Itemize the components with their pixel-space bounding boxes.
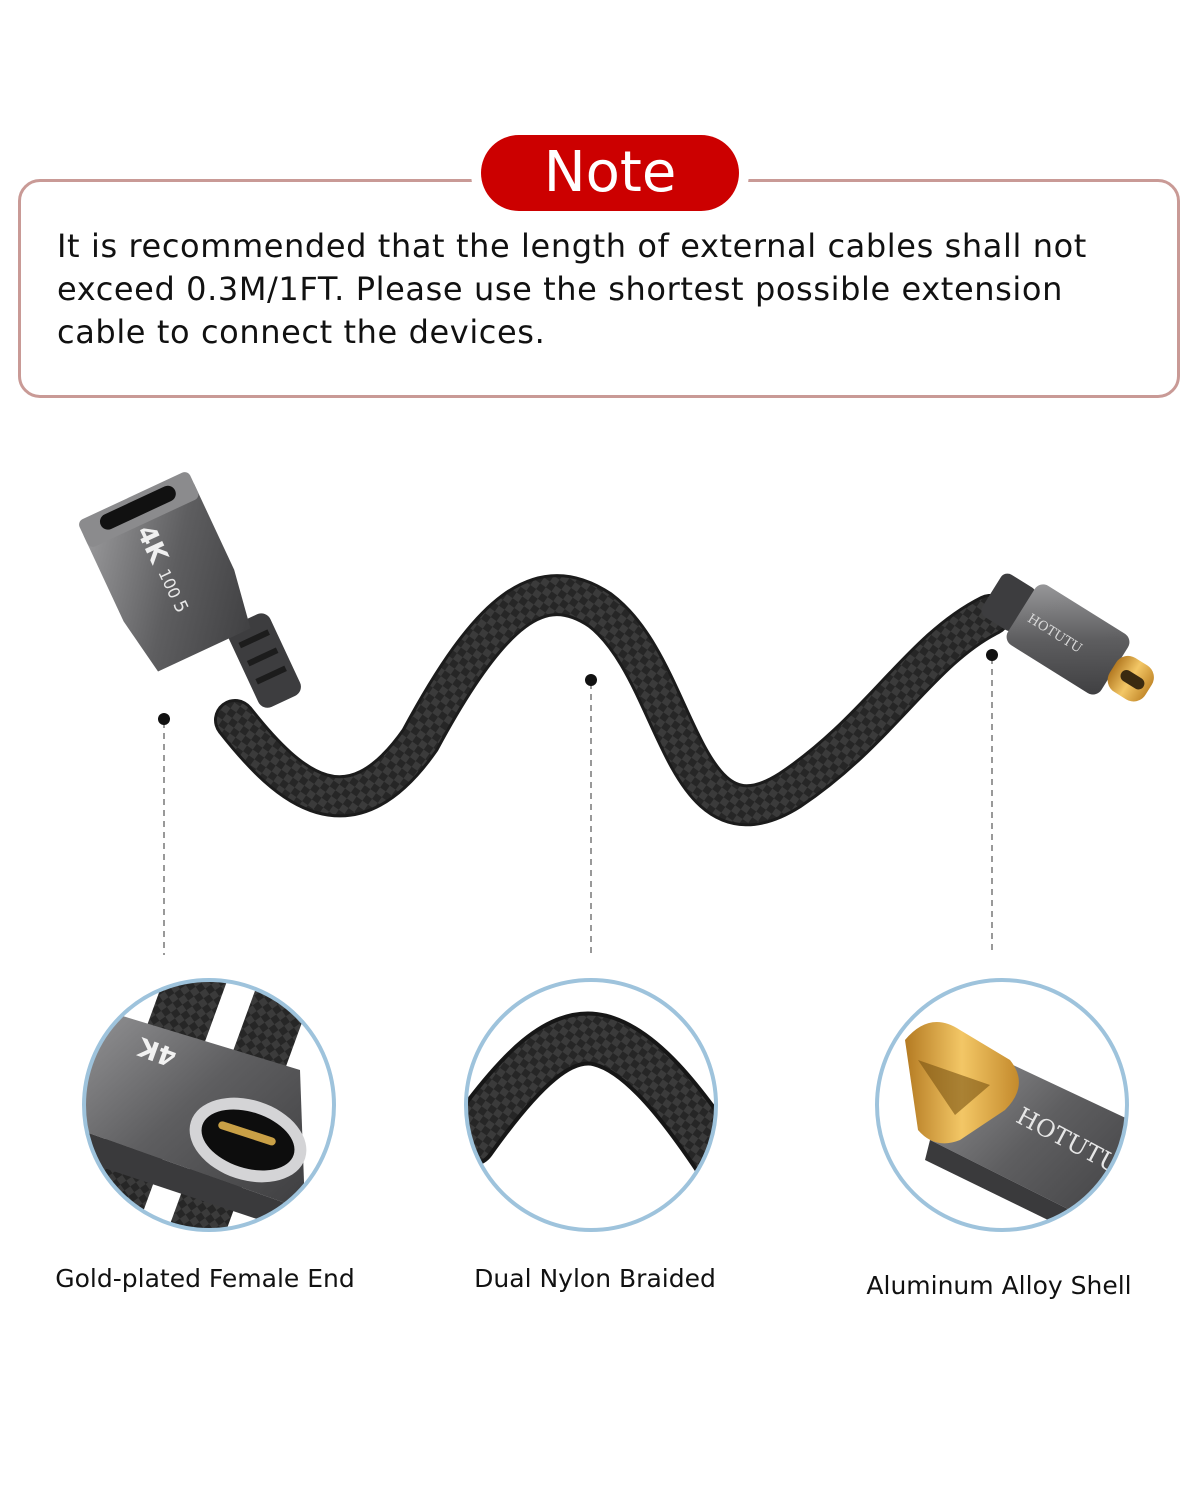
braided-cable-icon xyxy=(464,978,718,1232)
feature-caption-braided: Dual Nylon Braided xyxy=(474,1264,716,1293)
male-connector: HOTUTU xyxy=(981,573,1154,702)
note-text: It is recommended that the length of ext… xyxy=(57,227,1087,351)
feature-caption-female-end: Gold-plated Female End xyxy=(55,1264,355,1293)
leader-lines xyxy=(163,658,993,955)
pointer-dot-shell xyxy=(986,649,998,661)
braided-cable xyxy=(214,574,1011,827)
feature-caption-shell: Aluminum Alloy Shell xyxy=(866,1271,1132,1300)
pointer-dot-female xyxy=(158,713,170,725)
note-badge: Note xyxy=(481,135,739,211)
pointer-dot-braid xyxy=(585,674,597,686)
female-connector: 4K 100 5 xyxy=(79,472,301,708)
female-usb-c-end-icon: 4K xyxy=(82,978,336,1232)
male-usb-c-shell-icon: HOTUTU xyxy=(875,978,1129,1232)
